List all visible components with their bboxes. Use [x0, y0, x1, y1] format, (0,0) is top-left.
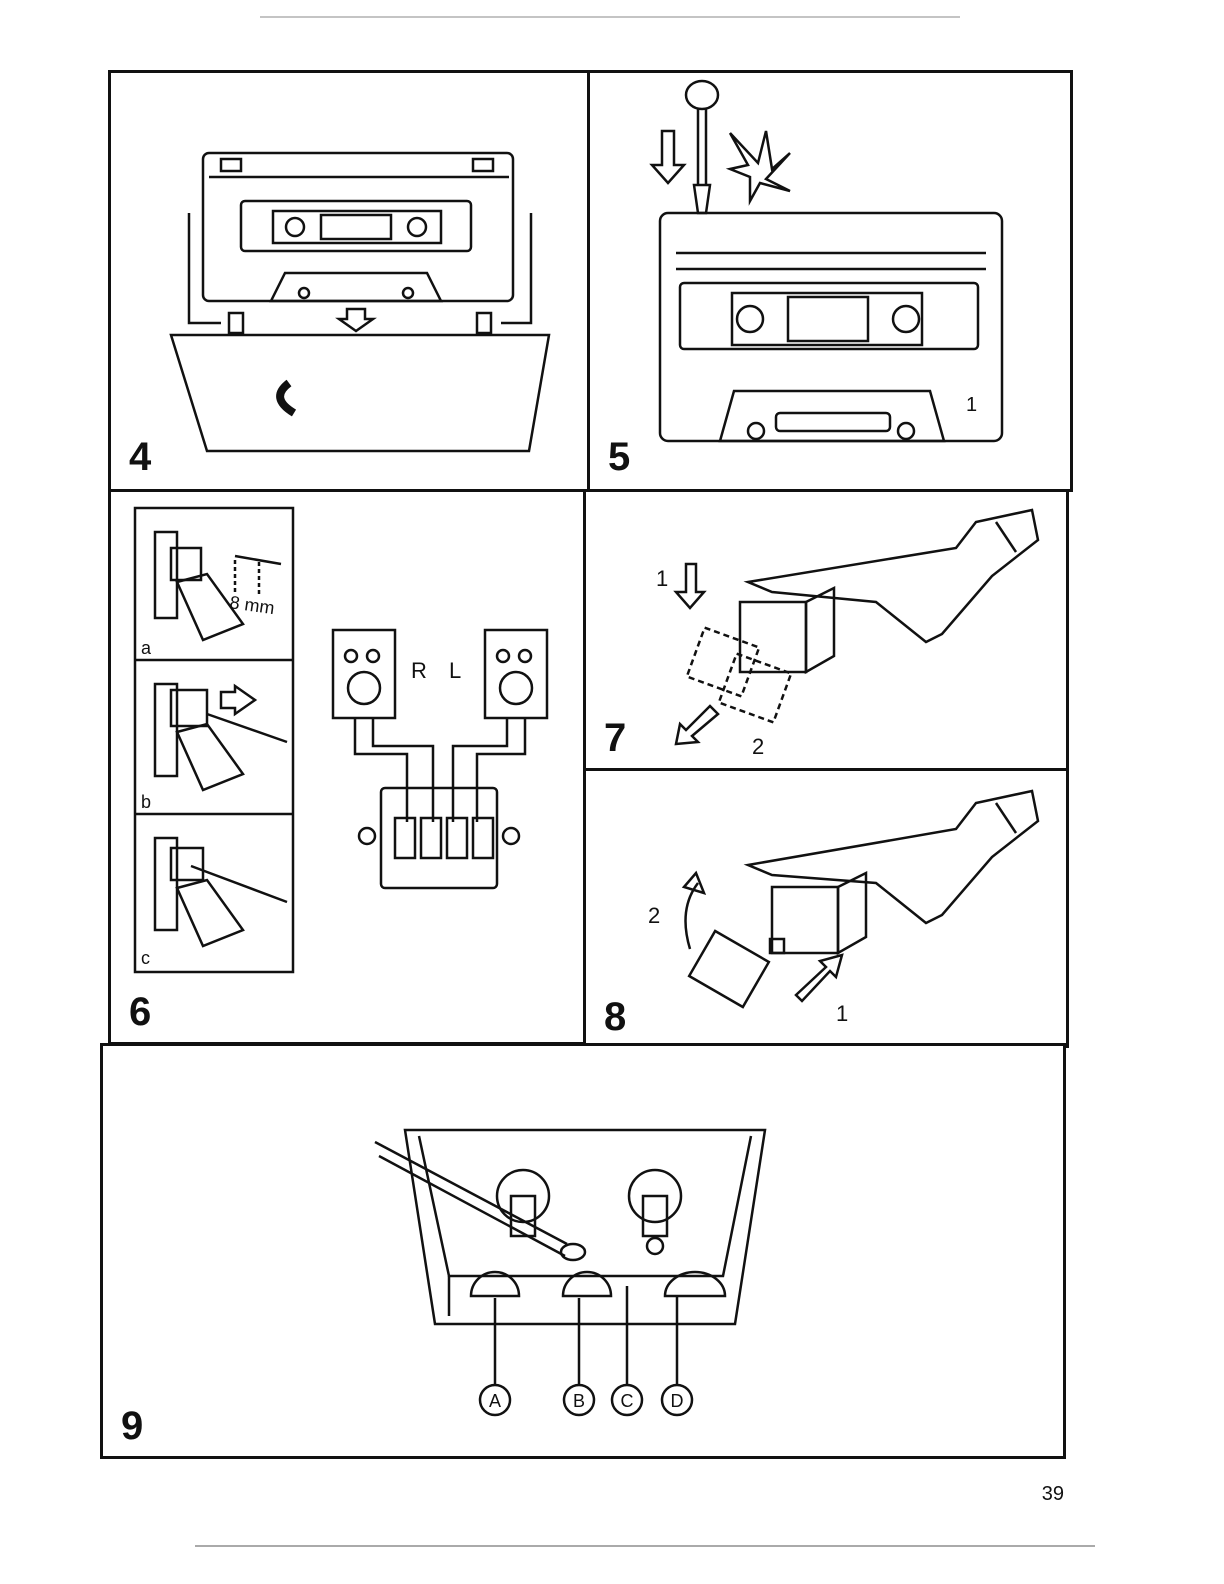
stylus-removal-illustration: 1 2 — [586, 492, 1072, 774]
step-2-label: 2 — [648, 903, 660, 928]
tape-head-cleaning-illustration: A B C D — [103, 1046, 1069, 1462]
panel-number: 7 — [604, 718, 626, 758]
panel-number: 5 — [608, 437, 630, 477]
part-c-label: C — [621, 1391, 634, 1411]
panel-number: 4 — [129, 437, 151, 477]
part-b-label: B — [573, 1391, 585, 1411]
panel-number: 9 — [121, 1406, 143, 1446]
panel-number: 8 — [604, 997, 626, 1037]
scan-artifact-bottom — [195, 1545, 1095, 1547]
panel-5: 1 5 — [587, 70, 1073, 492]
part-a-label: A — [489, 1391, 501, 1411]
page-number: 39 — [1042, 1483, 1064, 1506]
stylus-insert-illustration: 2 1 — [586, 771, 1072, 1051]
panel-9: A B C D 9 — [100, 1043, 1066, 1459]
step-a-label: a — [141, 638, 152, 658]
speaker-connection-illustration: 8 mm a b c R L — [111, 492, 589, 1048]
step-b-label: b — [141, 792, 151, 812]
cassette-insert-illustration — [111, 73, 593, 495]
step-1-label: 1 — [836, 1001, 848, 1026]
panel-6: 8 mm a b c R L 6 — [108, 489, 586, 1045]
scan-artifact-top — [260, 16, 960, 18]
step-1-label: 1 — [656, 566, 668, 591]
panel-4: 4 — [108, 70, 590, 492]
left-channel-label: L — [449, 658, 461, 683]
cassette-tab-illustration: 1 — [590, 73, 1076, 495]
panel-7: 1 2 7 — [583, 489, 1069, 771]
step-2-label: 2 — [752, 734, 764, 759]
panel-number: 6 — [129, 992, 151, 1032]
step-c-label: c — [141, 948, 150, 968]
tab-marker-label: 1 — [966, 394, 977, 416]
part-d-label: D — [671, 1391, 684, 1411]
right-channel-label: R — [411, 658, 427, 683]
panel-8: 2 1 8 — [583, 768, 1069, 1048]
